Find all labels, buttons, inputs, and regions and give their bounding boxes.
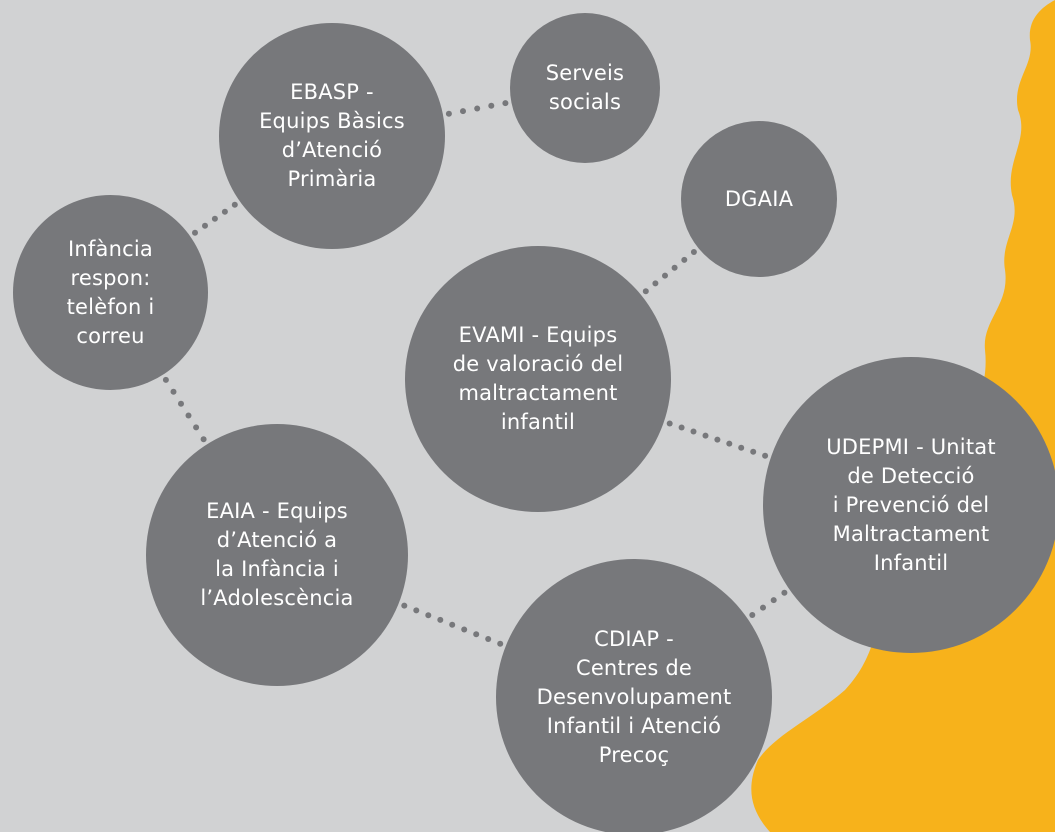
connector-dot-infancia-ebasp <box>192 229 198 236</box>
node-udepmi: UDEPMI - Unitat de Detecció i Prevenció … <box>763 357 1055 653</box>
connector-dot-infancia-eaia <box>185 412 192 419</box>
connector-dot-infancia-ebasp <box>202 222 208 229</box>
node-label-dgaia: DGAIA <box>724 186 794 211</box>
connector-dot-evami-dgaia <box>652 280 659 287</box>
connector-dot-infancia-eaia <box>162 376 169 383</box>
connector-dot-evami-dgaia <box>690 249 697 255</box>
connector-dot-eaia-cdiap <box>401 602 408 609</box>
node-dgaia: DGAIA <box>681 121 837 277</box>
node-label-eaia: EAIA - Equips d’Atenció a la Infància i … <box>200 499 354 610</box>
connector-dot-eaia-cdiap <box>473 631 480 638</box>
connector-layer <box>162 100 788 647</box>
connector-dot-evami-udepmi <box>738 444 745 451</box>
connector-dot-eaia-cdiap <box>461 626 468 633</box>
node-label-udepmi: UDEPMI - Unitat de Detecció i Prevenció … <box>826 434 996 575</box>
node-infancia-respon: Infància respon: telèfon i correu <box>13 195 208 390</box>
node-evami: EVAMI - Equips de valoració del maltract… <box>405 246 671 512</box>
connector-dot-infancia-ebasp <box>231 201 238 208</box>
node-label-ebasp: EBASP - Equips Bàsics d’Atenció Primària <box>259 80 405 191</box>
connector-dot-evami-udepmi <box>678 424 685 431</box>
connector-dot-ebasp-serveis <box>488 102 495 109</box>
connector-dot-ebasp-serveis <box>502 100 509 107</box>
node-label-evami: EVAMI - Equips de valoració del maltract… <box>452 323 624 434</box>
connector-dot-cdiap-udepmi <box>760 604 766 611</box>
connector-dot-eaia-cdiap <box>437 616 444 623</box>
connector-dot-evami-udepmi <box>690 428 697 435</box>
connector-dot-evami-dgaia <box>662 272 668 279</box>
connector-dot-cdiap-udepmi <box>770 597 777 604</box>
connector-dot-evami-udepmi <box>714 436 721 443</box>
connector-dot-evami-udepmi <box>666 420 673 427</box>
connector-dot-infancia-eaia <box>178 400 184 407</box>
connector-dot-ebasp-serveis <box>474 105 481 112</box>
connector-dot-eaia-cdiap <box>497 640 504 647</box>
connector-dot-infancia-eaia <box>200 436 207 443</box>
connector-dot-evami-udepmi <box>750 448 757 455</box>
connector-dot-infancia-eaia <box>170 388 177 395</box>
connector-dot-cdiap-udepmi <box>749 612 756 618</box>
connector-dot-evami-udepmi <box>762 452 769 459</box>
connector-dot-eaia-cdiap <box>485 636 492 642</box>
connector-dot-cdiap-udepmi <box>781 589 788 596</box>
connector-dot-ebasp-serveis <box>460 108 466 115</box>
connector-dot-evami-udepmi <box>702 432 709 439</box>
connector-dot-evami-dgaia <box>671 264 678 271</box>
connector-dot-infancia-ebasp <box>211 215 218 222</box>
connector-dot-ebasp-serveis <box>445 110 452 117</box>
node-label-cdiap: CDIAP - Centres de Desenvolupament Infan… <box>536 626 732 767</box>
connector-dot-infancia-ebasp <box>221 208 228 215</box>
node-eaia: EAIA - Equips d’Atenció a la Infància i … <box>146 424 408 686</box>
connector-dot-eaia-cdiap <box>425 612 432 619</box>
node-label-serveis-socials: Serveis socials <box>545 61 625 114</box>
connector-dot-infancia-eaia <box>193 424 200 431</box>
node-serveis-socials: Serveis socials <box>510 13 660 163</box>
connector-dot-evami-udepmi <box>726 440 733 447</box>
connector-dot-eaia-cdiap <box>449 621 456 628</box>
node-label-infancia-respon: Infància respon: telèfon i correu <box>66 236 155 348</box>
node-ebasp: EBASP - Equips Bàsics d’Atenció Primària <box>219 23 445 249</box>
connector-dot-eaia-cdiap <box>413 607 420 614</box>
connector-dot-evami-dgaia <box>681 256 688 263</box>
node-cdiap: CDIAP - Centres de Desenvolupament Infan… <box>496 559 772 832</box>
connector-dot-evami-dgaia <box>642 288 649 295</box>
